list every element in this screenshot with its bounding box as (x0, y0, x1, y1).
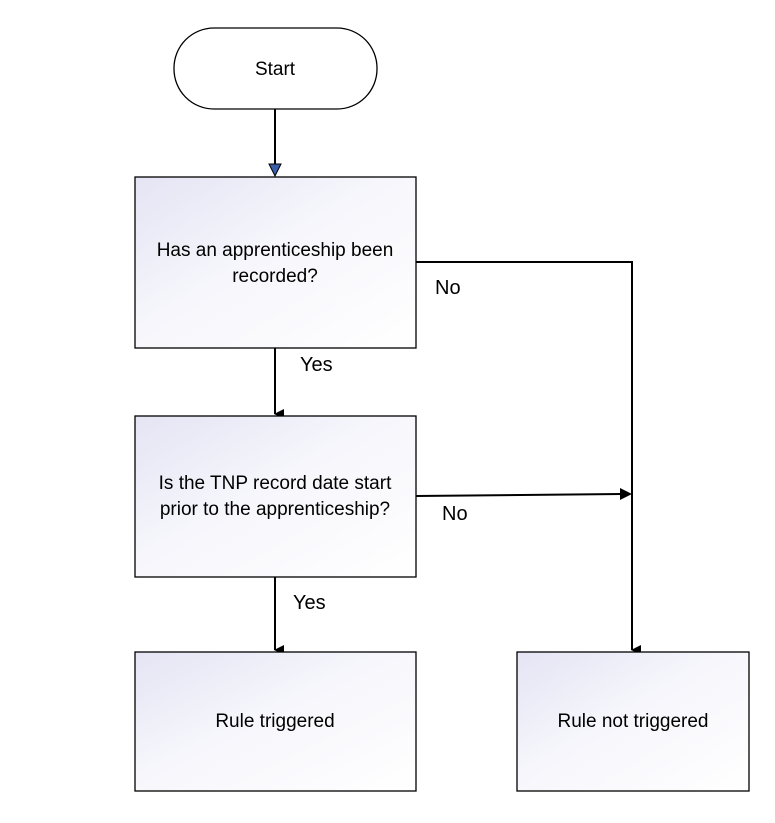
decision-2-line-1: Is the TNP record date start (159, 473, 392, 494)
decision-apprenticeship-recorded: Has an apprenticeship been recorded? (134, 176, 417, 349)
edge-label-q2-yes: Yes (293, 592, 326, 614)
start-arrowhead (268, 163, 282, 178)
edge-label-q1-no: No (435, 277, 461, 299)
decision-1-line-1: Has an apprenticeship been (157, 240, 394, 261)
edge-q2-no (415, 493, 623, 497)
edge-q2-no-arrowhead (620, 488, 632, 500)
rule-not-triggered-label: Rule not triggered (557, 711, 708, 732)
edge-q1-no (416, 261, 641, 655)
decision-tnp-date-prior: Is the TNP record date start prior to th… (134, 415, 417, 578)
outcome-rule-triggered: Rule triggered (134, 651, 417, 792)
edge-label-q2-no: No (442, 503, 468, 525)
edge-label-q1-yes: Yes (300, 354, 333, 376)
outcome-rule-not-triggered: Rule not triggered (516, 651, 750, 792)
decision-2-line-2: prior to the apprenticeship? (160, 499, 390, 520)
start-terminator: Start (173, 27, 378, 110)
rule-triggered-label: Rule triggered (215, 711, 334, 732)
decision-1-line-2: recorded? (232, 266, 318, 287)
start-label: Start (255, 59, 296, 80)
